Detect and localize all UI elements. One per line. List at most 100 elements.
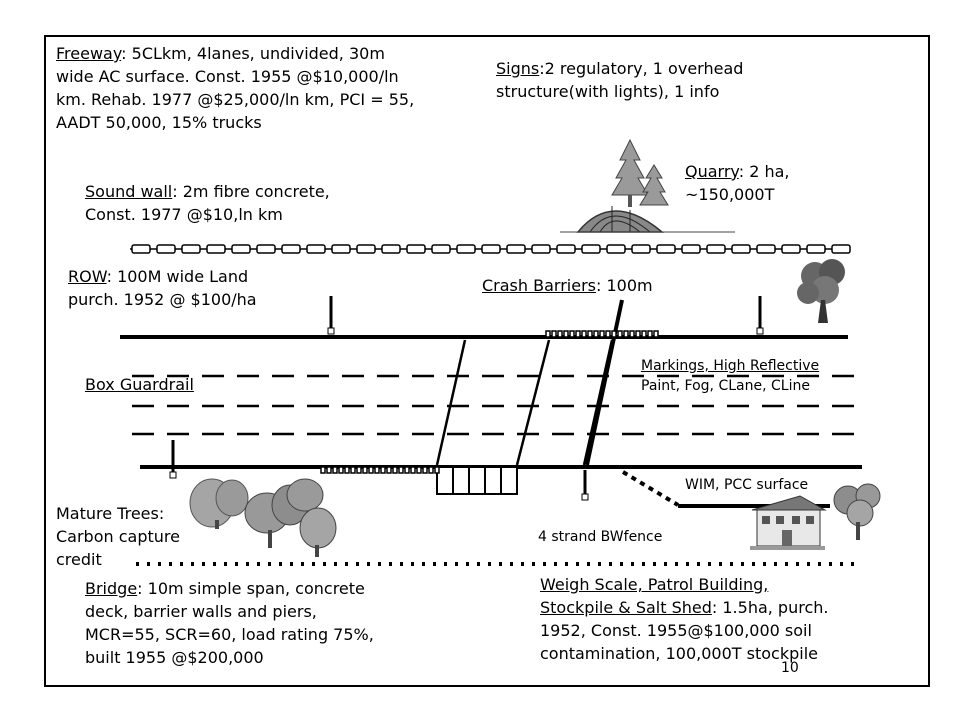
weigh-scale-line-4: contamination, 100,000T stockpile (540, 644, 818, 663)
weigh-scale-line-2-label: Stockpile & Salt Shed (540, 598, 712, 617)
sound-wall-link (156, 244, 176, 254)
barrier-segment (617, 330, 623, 338)
barrier-segment (635, 330, 641, 338)
sound-wall-link (831, 244, 851, 254)
box-guardrail-label: Box Guardrail (85, 375, 194, 394)
barrier-segment (557, 330, 563, 338)
sound-wall-link (331, 244, 351, 254)
sound-wall-line-2: Const. 1977 @$10,ln km (85, 205, 283, 224)
sound-wall-link (706, 244, 726, 254)
barrier-segment (587, 330, 593, 338)
markings-line-2: Paint, Fog, CLane, CLine (641, 378, 810, 394)
barrier-segment (344, 466, 350, 474)
sound-wall-description: Sound wall: 2m fibre concrete, Const. 19… (85, 180, 330, 226)
barrier-segment (398, 466, 404, 474)
sound-wall-link (481, 244, 501, 254)
sound-wall-link (181, 244, 201, 254)
bridge-structure (435, 339, 614, 466)
sound-wall-link (731, 244, 751, 254)
barrier-segment (410, 466, 416, 474)
sound-wall-link (206, 244, 226, 254)
tree-top-right (797, 259, 845, 323)
barrier-segment (434, 466, 440, 474)
weigh-scale-description: Weigh Scale, Patrol Building, Stockpile … (540, 573, 828, 665)
crash-barriers-text: : 100m (595, 276, 653, 295)
barrier-segment (356, 466, 362, 474)
sound-wall-link (656, 244, 676, 254)
row-line-1: : 100M wide Land (106, 267, 249, 286)
overhead-sign-pole (585, 299, 624, 466)
sound-wall-link (256, 244, 276, 254)
barrier-segment (320, 466, 326, 474)
row-label: ROW (68, 267, 107, 286)
slide-frame (44, 35, 930, 687)
box-guardrail (320, 466, 440, 474)
barrier-segment (599, 330, 605, 338)
sound-wall-link (556, 244, 576, 254)
freeway-description: Freeway: 5CLkm, 4lanes, undivided, 30m w… (56, 42, 414, 134)
sound-wall-link (356, 244, 376, 254)
weigh-scale-line-3: 1952, Const. 1955@$100,000 soil (540, 621, 812, 640)
sign-post-3 (169, 440, 177, 479)
bridge-deck (436, 466, 518, 495)
page-number: 10 (781, 660, 799, 676)
barrier-segment (386, 466, 392, 474)
barrier-segment (362, 466, 368, 474)
signs-description: Signs:2 regulatory, 1 overhead structure… (496, 57, 743, 103)
barrier-segment (416, 466, 422, 474)
sound-wall-link (381, 244, 401, 254)
wim-ramp (621, 470, 680, 507)
crash-barriers-description: Crash Barriers: 100m (482, 274, 653, 297)
row-line-2: purch. 1952 @ $100/ha (68, 290, 257, 309)
barrier-segment (404, 466, 410, 474)
barrier-segment (392, 466, 398, 474)
barrier-segment (563, 330, 569, 338)
quarry-line-1: : 2 ha, (738, 162, 790, 181)
bridge-label: Bridge (85, 579, 138, 598)
mature-trees-line-3: credit (56, 550, 102, 569)
sound-wall-label: Sound wall (85, 182, 173, 201)
sound-wall-link (231, 244, 251, 254)
sound-wall-line-1: : 2m fibre concrete, (172, 182, 330, 201)
barrier-segment (605, 330, 611, 338)
barrier-segment (422, 466, 428, 474)
row-description: ROW: 100M wide Land purch. 1952 @ $100/h… (68, 265, 257, 311)
mature-trees-description: Mature Trees: Carbon capture credit (56, 502, 180, 571)
sound-wall-link (681, 244, 701, 254)
barrier-segment (623, 330, 629, 338)
sound-wall-link (581, 244, 601, 254)
crash-barriers-label: Crash Barriers (482, 276, 596, 295)
signs-line-1: :2 regulatory, 1 overhead (539, 59, 744, 78)
freeway-line-4: AADT 50,000, 15% trucks (56, 113, 262, 132)
mature-trees-line-2: Carbon capture (56, 527, 180, 546)
sound-wall-link (756, 244, 776, 254)
barrier-segment (641, 330, 647, 338)
sound-wall-link (781, 244, 801, 254)
barrier-segment (653, 330, 659, 338)
weigh-scale-line-1: Weigh Scale, Patrol Building, (540, 575, 769, 594)
box-guardrail-description: Box Guardrail (85, 373, 194, 396)
mature-trees-line-1: Mature Trees: (56, 504, 165, 523)
barrier-segment (611, 330, 617, 338)
sound-wall-link (506, 244, 526, 254)
markings-line-1: Markings, High Reflective (641, 358, 820, 374)
barrier-segment (647, 330, 653, 338)
sign-post-4 (581, 470, 589, 501)
sound-wall-link (406, 244, 426, 254)
wim-label: WIM, PCC surface (685, 477, 809, 493)
patrol-building-icon (750, 495, 827, 550)
bridge-description: Bridge: 10m simple span, concrete deck, … (85, 577, 374, 669)
sound-wall-link (131, 244, 151, 254)
barrier-segment (326, 466, 332, 474)
barrier-segment (593, 330, 599, 338)
sound-wall-link (281, 244, 301, 254)
bridge-line-1: : 10m simple span, concrete (137, 579, 365, 598)
bridge-line-3: MCR=55, SCR=60, load rating 75%, (85, 625, 374, 644)
freeway-line-2: wide AC surface. Const. 1955 @$10,000/ln (56, 67, 399, 86)
barrier-segment (332, 466, 338, 474)
barrier-segment (551, 330, 557, 338)
sound-wall-chain (130, 244, 851, 254)
barrier-segment (380, 466, 386, 474)
signs-label: Signs (496, 59, 540, 78)
